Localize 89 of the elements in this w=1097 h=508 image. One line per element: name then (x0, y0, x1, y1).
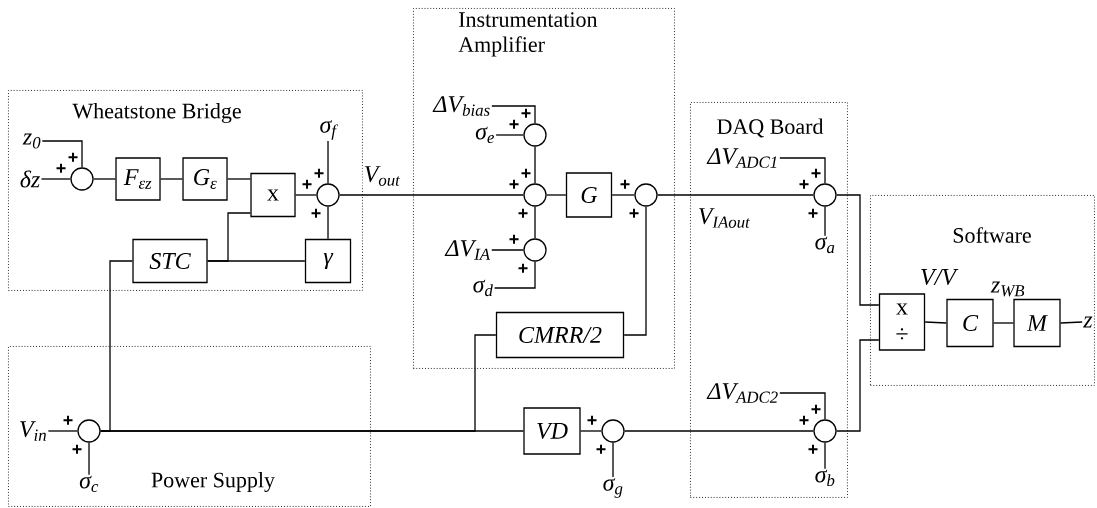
signal-line (100, 430, 524, 432)
signal-line (495, 134, 524, 136)
signal-line (924, 321, 947, 324)
plus-sign: + (811, 404, 821, 414)
signal-line (41, 140, 83, 168)
signal-label: z (1083, 316, 1093, 328)
plus-sign: + (68, 152, 78, 162)
plus-sign: + (808, 208, 818, 218)
signal-line (657, 194, 814, 196)
signal-line (295, 194, 317, 196)
signal-line (612, 442, 614, 478)
plus-sign: + (629, 208, 639, 218)
signal-line (623, 206, 647, 336)
plus-sign: + (521, 108, 531, 118)
signal-line (993, 322, 1014, 324)
signal-line (47, 430, 78, 432)
signal-label: ΔV$_{ADC1}$ (706, 148, 777, 168)
plus-sign: + (518, 208, 528, 218)
signal-line (534, 146, 536, 184)
signal-line (339, 194, 524, 196)
signal-label: σ$_{f}$ (320, 120, 338, 140)
edge-label: V/V (919, 267, 959, 287)
plus-sign: + (509, 119, 519, 129)
plus-sign: + (302, 179, 312, 189)
signal-line (779, 157, 826, 184)
plus-sign: + (63, 415, 73, 425)
block-box: VD (523, 407, 581, 455)
signal-line (207, 260, 306, 262)
block-box: F$_{εz}$ (115, 157, 161, 201)
plus-sign: + (56, 163, 66, 173)
signal-label: ΔV$_{bias}$ (432, 96, 490, 116)
plus-sign: + (72, 444, 82, 454)
edge-label: V$_{IAout}$ (696, 207, 752, 229)
plus-sign: + (521, 168, 531, 178)
block-box: G (565, 172, 613, 218)
signal-label: σ$_{a}$ (815, 236, 835, 254)
plus-sign: + (314, 168, 324, 178)
block-box: C (946, 298, 994, 348)
block-box: x ÷ (878, 293, 926, 351)
plus-sign: + (811, 168, 821, 178)
signal-line (1060, 321, 1083, 324)
block-box: γ (304, 238, 352, 284)
signal-label: ΔV$_{ADC2}$ (706, 383, 778, 403)
signal-label: σ$_{b}$ (815, 469, 835, 487)
signal-line (327, 140, 329, 184)
signal-line (624, 430, 814, 432)
signal-label: δz (20, 170, 40, 188)
signal-label: z$_{0}$ (22, 133, 41, 149)
edge-label: z$_{WB}$ (989, 280, 1027, 298)
signal-line (88, 442, 90, 476)
plus-sign: + (808, 444, 818, 454)
signal-line (491, 249, 524, 251)
plus-sign: + (799, 179, 809, 189)
signal-line (327, 206, 329, 240)
plus-sign: + (799, 415, 809, 425)
signal-line (493, 261, 536, 289)
signal-line (546, 194, 567, 196)
block-box: CMRR/2 (495, 311, 625, 359)
plus-sign: + (518, 263, 528, 273)
edge-label: V$_{out}$ (362, 165, 402, 187)
signal-label: V$_{in}$ (20, 421, 46, 441)
plus-sign: + (509, 234, 519, 244)
signal-line (836, 339, 880, 432)
signal-line (40, 178, 72, 180)
signal-line (580, 430, 602, 432)
plus-sign: + (620, 179, 630, 189)
block-box: STC (132, 238, 208, 284)
block-box: M (1013, 298, 1061, 348)
signal-line (824, 206, 826, 237)
plus-sign: + (311, 208, 321, 218)
signal-line (227, 178, 251, 180)
signal-line (491, 105, 536, 124)
plus-sign: + (596, 444, 606, 454)
signal-line (93, 178, 117, 180)
signal-line (779, 392, 826, 420)
signal-line (836, 194, 880, 306)
signal-line (160, 178, 183, 180)
signal-line (824, 442, 826, 470)
plus-sign: + (509, 179, 519, 189)
signal-label: σ$_{e}$ (475, 126, 494, 144)
block-box: G$_{ε}$ (182, 157, 228, 201)
signal-label: σ$_{c}$ (79, 475, 99, 493)
plus-sign: + (587, 415, 597, 425)
signal-line (534, 206, 536, 239)
signal-label: σ$_{g}$ (603, 478, 623, 498)
signal-label: σ$_{d}$ (473, 279, 493, 297)
signal-label: ΔV$_{IA}$ (444, 240, 491, 260)
block-box: x (250, 172, 296, 218)
signal-line (611, 194, 635, 196)
